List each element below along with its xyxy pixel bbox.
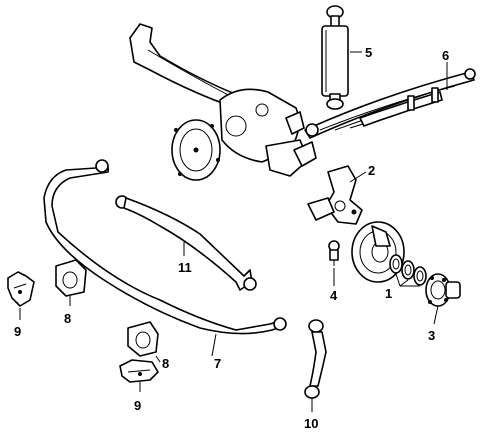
callout-6: 6 (442, 48, 449, 63)
differential-cover (171, 119, 221, 181)
stabilizer-bushing-left (55, 259, 87, 297)
callout-7: 7 (214, 356, 221, 371)
callout-9b: 9 (134, 398, 141, 413)
callout-11: 11 (178, 260, 192, 275)
steering-knuckle (307, 165, 363, 225)
stabilizer-bracket-center (119, 359, 159, 383)
callout-5: 5 (365, 45, 372, 60)
stabilizer-bar (43, 159, 287, 335)
callout-8b: 8 (162, 356, 169, 371)
leaf-spring (304, 68, 476, 139)
callout-10: 10 (304, 416, 318, 431)
callout-8a: 8 (64, 311, 71, 326)
stabilizer-bushing-center (127, 321, 159, 357)
shock-absorber (321, 5, 349, 110)
axle-housing (129, 23, 317, 177)
callout-1: 1 (385, 286, 392, 301)
stabilizer-bracket-left (7, 271, 35, 307)
ball-joint-stud (328, 240, 340, 266)
track-bar (115, 195, 257, 291)
wheel-bearings (389, 254, 427, 286)
callout-9a: 9 (14, 324, 21, 339)
wheel-hub (425, 273, 461, 307)
callout-4: 4 (330, 288, 338, 303)
callout-3: 3 (428, 328, 435, 343)
stabilizer-link (304, 319, 327, 399)
callout-2: 2 (368, 163, 375, 178)
